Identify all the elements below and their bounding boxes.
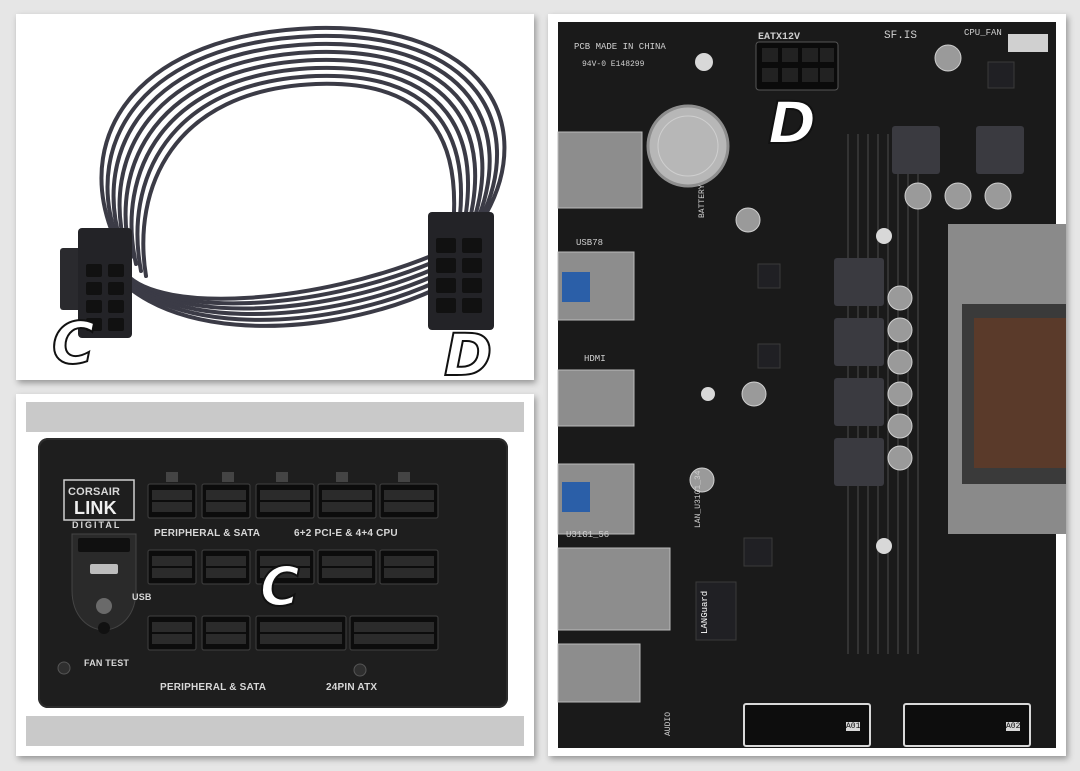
psu-label-usb: USB — [132, 592, 152, 602]
mobo-label-cert: 94V-0 E148299 — [582, 60, 645, 69]
annotation-c-psu: C — [259, 555, 301, 618]
annotation-d-cable: D — [443, 321, 493, 380]
motherboard-photo-panel: PCB MADE IN CHINA 94V-0 E148299 EATX12V … — [548, 14, 1066, 756]
mobo-label-languard: LANGuard — [700, 590, 710, 634]
mobo-label-usb78: USB78 — [576, 238, 604, 248]
mobo-label-battery: BATTERY — [698, 184, 707, 218]
mobo-label-lan-u31: LAN_U31G1_34 — [694, 470, 703, 528]
psu-label-24pin: 24PIN ATX — [326, 682, 378, 693]
psu-bottom-strip — [26, 716, 524, 746]
psu-label-pcie-cpu: 6+2 PCI-E & 4+4 CPU — [294, 528, 398, 539]
mobo-label-hdmi: HDMI — [584, 354, 606, 364]
psu-label-peripheral-top: PERIPHERAL & SATA — [154, 528, 261, 539]
right-connector — [428, 212, 494, 330]
mobo-label-u31g1-56: U31G1_56 — [566, 530, 610, 540]
cable-photo-panel: C D — [16, 14, 534, 380]
mobo-label-cpu-fan: CPU_FAN — [964, 28, 1002, 38]
psu-brand-corsair: CORSAIR — [68, 486, 121, 498]
psu-brand-digital: DIGITAL — [72, 520, 122, 530]
mobo-label-a01: A01 — [846, 722, 861, 731]
psu-brand-link: LINK — [74, 498, 117, 518]
psu-label-peripheral-bottom: PERIPHERAL & SATA — [160, 682, 267, 693]
left-connector — [60, 228, 132, 338]
mobo-label-a02: A02 — [1006, 722, 1021, 731]
psu-label-fan-test: FAN TEST — [84, 658, 130, 668]
annotation-c-cable: C — [51, 309, 96, 377]
annotation-d-mobo: D — [767, 89, 817, 157]
mobo-label-pcb-made: PCB MADE IN CHINA — [574, 42, 666, 52]
psu-modular-panel: CORSAIR LINK DIGITAL PERIPHERAL & SATA 6… — [38, 438, 508, 708]
pcie-cable-illustration — [60, 25, 507, 338]
psu-photo-panel: CORSAIR LINK DIGITAL PERIPHERAL & SATA 6… — [16, 394, 534, 756]
motherboard-illustration — [557, 22, 1066, 748]
mobo-label-sfis: SF.IS — [884, 30, 918, 42]
mobo-label-eatx12v: EATX12V — [758, 32, 801, 43]
psu-top-strip — [26, 402, 524, 432]
mobo-label-audio: AUDIO — [664, 711, 673, 736]
